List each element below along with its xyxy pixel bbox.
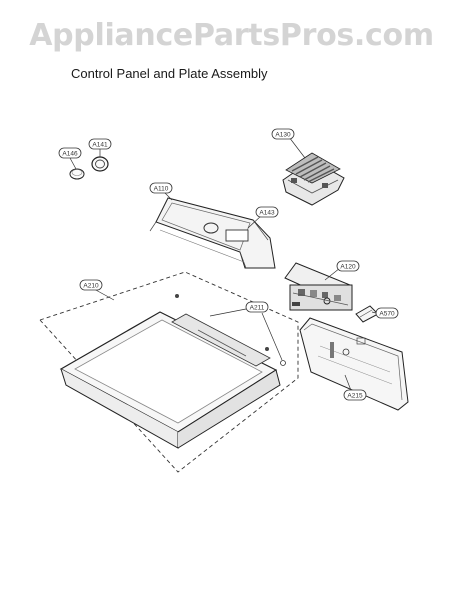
part-a141 <box>91 156 109 172</box>
part-a120 <box>284 262 353 311</box>
callout-a570: A570 <box>375 307 399 319</box>
assembly-boundary <box>39 271 299 473</box>
svg-text:A210: A210 <box>83 283 99 290</box>
svg-text:A130: A130 <box>275 132 291 139</box>
svg-text:A141: A141 <box>92 142 108 149</box>
svg-text:A146: A146 <box>62 151 78 158</box>
callout-a130: A130 <box>271 128 295 140</box>
callout-a146: A146 <box>58 147 82 159</box>
part-a215 <box>299 317 409 411</box>
svg-text:A570: A570 <box>379 311 395 318</box>
callout-a120: A120 <box>336 260 360 272</box>
part-a210 <box>59 294 286 449</box>
callout-a215: A215 <box>343 389 367 401</box>
callout-a141: A141 <box>88 138 112 150</box>
svg-text:A143: A143 <box>259 210 275 217</box>
callout-a211: A211 <box>245 301 269 313</box>
part-a130 <box>282 152 345 206</box>
callout-a110: A110 <box>149 182 173 194</box>
callout-a210: A210 <box>79 279 103 291</box>
svg-text:A110: A110 <box>154 186 169 193</box>
part-a570 <box>355 305 379 323</box>
watermark-logo: AppliancePartsPros.com <box>29 18 434 53</box>
svg-text:A215: A215 <box>347 393 363 400</box>
svg-text:A211: A211 <box>250 305 265 312</box>
part-a110 <box>149 197 276 269</box>
callout-a143: A143 <box>255 206 279 218</box>
svg-text:A120: A120 <box>340 264 356 271</box>
part-a146 <box>69 168 85 180</box>
diagram-title: Control Panel and Plate Assembly <box>71 66 268 81</box>
